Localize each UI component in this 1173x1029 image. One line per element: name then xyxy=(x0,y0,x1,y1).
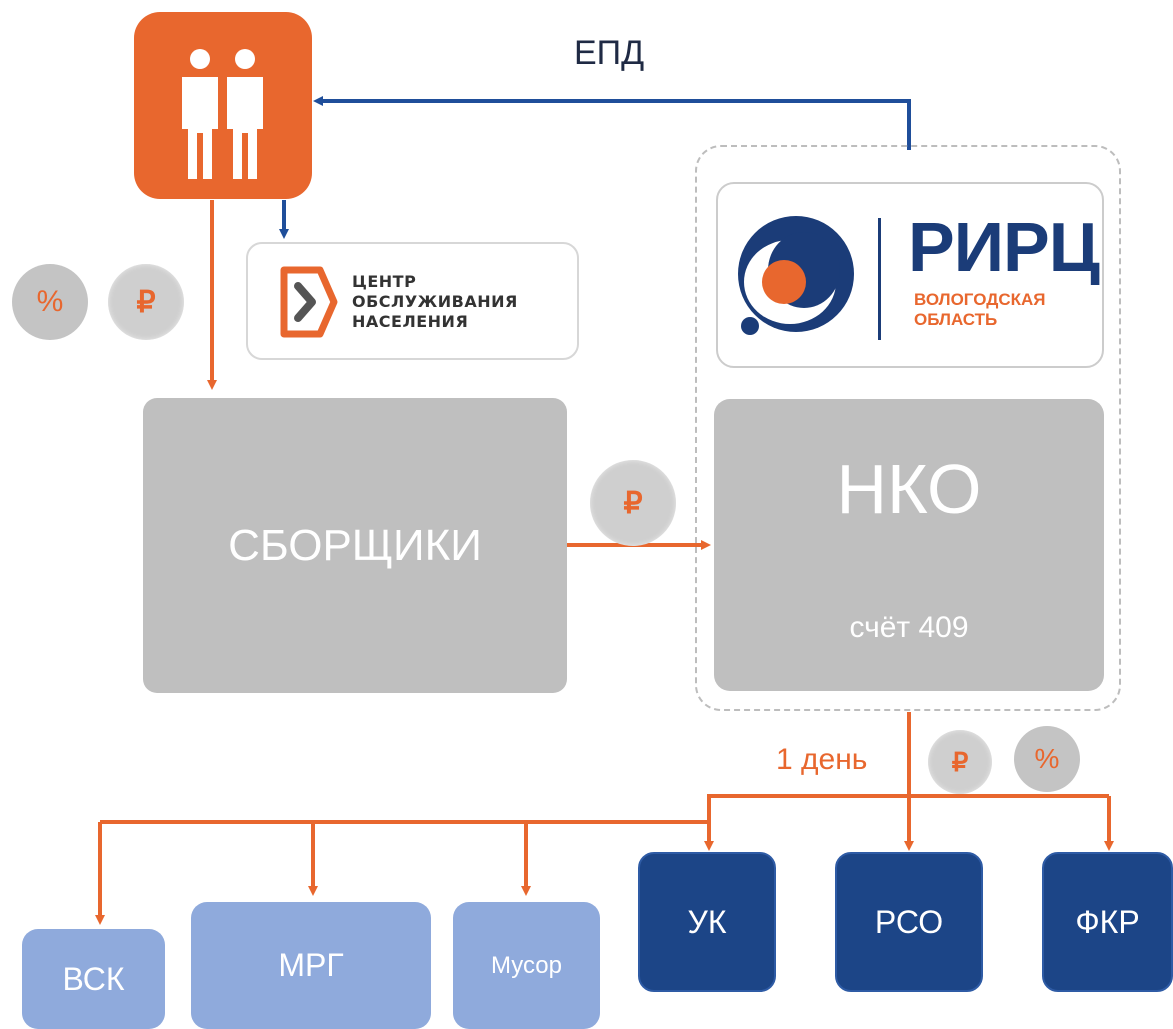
rirc-subtitle-line-1: ВОЛОГОДСКАЯ xyxy=(914,290,1046,309)
recipient-rso: РСО xyxy=(835,852,983,992)
rirc-title: РИРЦ xyxy=(908,208,1100,286)
ruble-badge-payout: ₽ xyxy=(928,730,992,794)
rirc-logo-icon xyxy=(738,216,854,335)
recipient-mrg: МРГ xyxy=(191,902,431,1029)
rirc-subtitle: ВОЛОГОДСКАЯ ОБЛАСТЬ xyxy=(914,290,1045,330)
percent-badge: % xyxy=(12,264,88,340)
csn-title: ЦЕНТР ОБСЛУЖИВАНИЯ НАСЕЛЕНИЯ xyxy=(352,272,518,332)
recipient-vsk: ВСК xyxy=(22,929,165,1029)
csn-line-3: НАСЕЛЕНИЯ xyxy=(352,312,469,331)
transfer-period-label: 1 день xyxy=(776,743,868,776)
distribution-upper-line xyxy=(707,794,1109,827)
nko-title: НКО xyxy=(836,450,982,528)
csn-line-2: ОБСЛУЖИВАНИЯ xyxy=(352,292,518,311)
rirc-divider xyxy=(878,218,881,340)
ruble-badge-transfer: ₽ xyxy=(590,460,676,546)
epd-label: ЕПД xyxy=(574,34,645,72)
rirc-frame xyxy=(695,145,1121,711)
recipient-musor: Мусор xyxy=(453,902,600,1029)
csn-line-1: ЦЕНТР xyxy=(352,272,417,291)
nko-box: НКО счёт 409 xyxy=(714,399,1104,691)
recipient-uk: УК xyxy=(638,852,776,992)
rirc-card: РИРЦ ВОЛОГОДСКАЯ ОБЛАСТЬ xyxy=(716,182,1104,368)
rirc-subtitle-line-2: ОБЛАСТЬ xyxy=(914,310,998,329)
recipient-fkr: ФКР xyxy=(1042,852,1173,992)
csn-card: ЦЕНТР ОБСЛУЖИВАНИЯ НАСЕЛЕНИЯ xyxy=(246,242,579,360)
nko-account: счёт 409 xyxy=(849,611,969,644)
epd-arrow xyxy=(313,96,911,150)
ruble-badge: ₽ xyxy=(108,264,184,340)
csn-logo-icon xyxy=(280,266,338,338)
collectors-box: СБОРЩИКИ xyxy=(143,398,567,693)
percent-badge-payout: % xyxy=(1014,726,1080,792)
people-icon xyxy=(134,12,312,199)
